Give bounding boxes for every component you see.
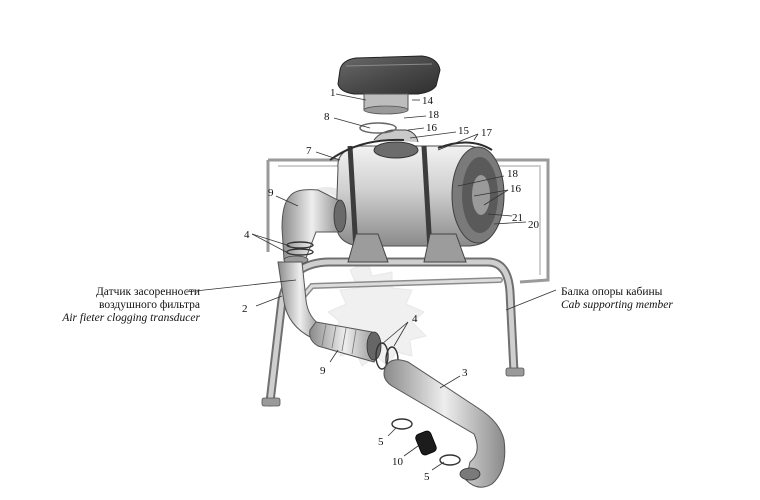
callout-9-lower: 9 bbox=[320, 365, 326, 377]
air-cleaner-housing bbox=[329, 129, 505, 263]
callout-5-upper: 5 bbox=[378, 436, 384, 448]
callout-5-lower: 5 bbox=[424, 471, 430, 483]
callout-14: 14 bbox=[422, 95, 434, 107]
beam-caption-en: Cab supporting member bbox=[561, 299, 673, 311]
sensor-caption-en: Air fieter clogging transducer bbox=[62, 312, 200, 324]
gasket-ring bbox=[359, 122, 397, 134]
callout-16-side: 16 bbox=[510, 183, 522, 195]
rain-cap bbox=[337, 55, 441, 115]
intake-elbow-upper bbox=[281, 189, 347, 265]
callout-9-upper: 9 bbox=[268, 187, 274, 199]
callout-17: 17 bbox=[481, 127, 493, 139]
small-clamp-lower bbox=[439, 454, 461, 466]
sensor-caption-ru-1: Датчик засоренности bbox=[95, 286, 200, 298]
callout-1: 1 bbox=[330, 87, 336, 99]
intake-pipe-3 bbox=[383, 359, 506, 488]
callout-4-upper: 4 bbox=[244, 229, 250, 241]
beam-caption-ru: Балка опоры кабины bbox=[561, 286, 663, 298]
corrugated-hose bbox=[309, 321, 382, 363]
callout-21: 21 bbox=[512, 212, 523, 224]
sensor-caption: Датчик засоренности воздушного фильтра A… bbox=[20, 286, 200, 325]
callout-numbers: 1 14 18 8 16 15 17 7 18 16 9 21 20 4 2 4… bbox=[242, 87, 540, 483]
beam-caption: Балка опоры кабины Cab supporting member bbox=[561, 286, 751, 312]
callout-10: 10 bbox=[392, 456, 404, 468]
callout-16-top: 16 bbox=[426, 122, 438, 134]
callout-15: 15 bbox=[458, 125, 470, 137]
callout-18-side: 18 bbox=[507, 168, 519, 180]
callout-2: 2 bbox=[242, 303, 248, 315]
callout-3: 3 bbox=[462, 367, 468, 379]
hose-sleeve bbox=[415, 430, 437, 456]
leader-lines bbox=[185, 93, 557, 471]
callout-7: 7 bbox=[306, 145, 312, 157]
small-clamp-upper bbox=[391, 418, 413, 430]
callout-20: 20 bbox=[528, 219, 540, 231]
callout-8: 8 bbox=[324, 111, 330, 123]
callout-4-lower: 4 bbox=[412, 313, 418, 325]
callout-18-top: 18 bbox=[428, 109, 440, 121]
sensor-caption-ru-2: воздушного фильтра bbox=[98, 299, 200, 311]
